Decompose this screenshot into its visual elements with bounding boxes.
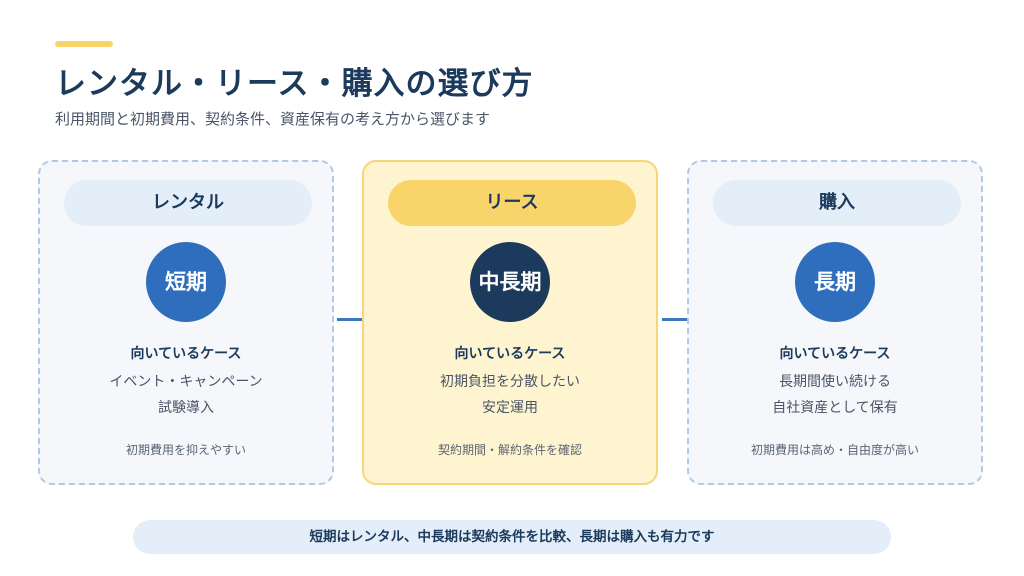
case-item: イベント・キャンペーン (109, 374, 263, 390)
case-item: 長期間使い続ける (779, 374, 891, 390)
connector-line-left (337, 318, 363, 321)
period-badge: 短期 (146, 242, 226, 322)
card-purchase: 購入 長期 向いているケース 長期間使い続ける 自社資産として保有 初期費用は高… (687, 160, 983, 485)
card-note: 初期費用は高め・自由度が高い (750, 443, 919, 457)
period-badge: 中長期 (470, 242, 550, 322)
connector-line-right (662, 318, 687, 321)
case-heading: 向いているケース (130, 346, 242, 362)
period-badge: 長期 (795, 242, 875, 322)
card-title-pill: 購入 (713, 180, 961, 226)
case-item: 試験導入 (158, 400, 214, 416)
card-title-pill: レンタル (64, 180, 312, 226)
card-note: 契約期間・解約条件を確認 (437, 443, 582, 457)
card-note: 初期費用を抑えやすい (125, 443, 246, 457)
page-title: レンタル・リース・購入の選び方 (55, 66, 534, 102)
case-item: 自社資産として保有 (772, 400, 898, 416)
case-heading: 向いているケース (454, 346, 566, 362)
page-subtitle: 利用期間と初期費用、契約条件、資産保有の考え方から選びます (55, 110, 491, 128)
summary-banner: 短期はレンタル、中長期は契約条件を比較、長期は購入も有力です (133, 520, 891, 554)
card-title-pill: リース (388, 180, 636, 226)
case-item: 安定運用 (482, 400, 538, 416)
case-heading: 向いているケース (779, 346, 891, 362)
card-lease: リース 中長期 向いているケース 初期負担を分散したい 安定運用 契約期間・解約… (362, 160, 658, 485)
title-accent-bar (55, 41, 113, 47)
case-item: 初期負担を分散したい (440, 374, 580, 390)
card-rental: レンタル 短期 向いているケース イベント・キャンペーン 試験導入 初期費用を抑… (38, 160, 334, 485)
